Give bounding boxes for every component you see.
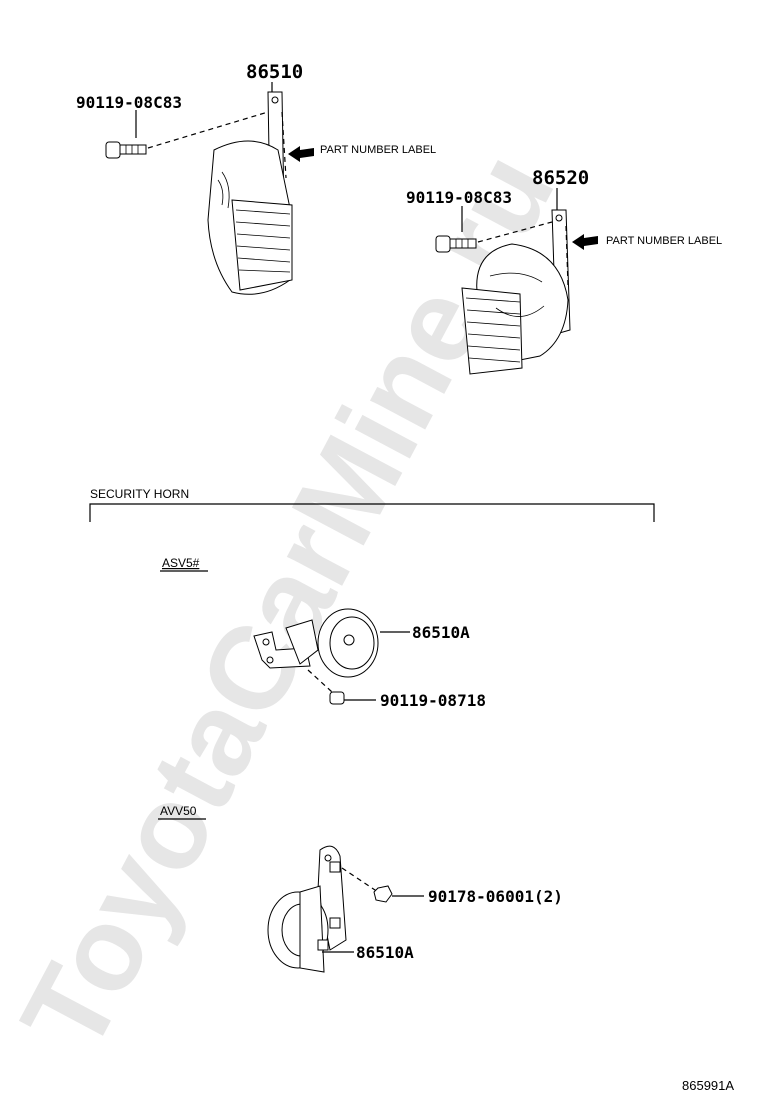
security-horn-bracket-line — [89, 503, 655, 522]
callout-nut-90178-06001: 90178-06001(2) — [428, 887, 563, 906]
part-number-label-left: PART NUMBER LABEL — [320, 144, 436, 156]
callout-86510: 86510 — [246, 61, 303, 83]
security-horn-title: SECURITY HORN — [90, 487, 189, 501]
callout-86510A-avv: 86510A — [356, 943, 414, 962]
callout-bolt-right: 90119-08C83 — [406, 188, 512, 207]
model-asv5: ASV5# — [162, 556, 200, 570]
arrow-right-label-icon — [572, 234, 598, 250]
part-number-label-right: PART NUMBER LABEL — [606, 235, 722, 247]
callout-bolt-left: 90119-08C83 — [76, 93, 182, 112]
security-horn-asv-illustration — [253, 608, 379, 678]
bolt-90119-08C83-right — [435, 235, 477, 253]
callout-bolt-90119-08718: 90119-08718 — [380, 691, 486, 710]
arrow-left-label-icon — [288, 146, 314, 162]
nut-90178-06001 — [373, 885, 393, 903]
horn-86510-illustration — [207, 91, 293, 295]
callout-86520: 86520 — [532, 167, 589, 189]
horn-86520-illustration — [461, 209, 571, 375]
callout-86510A-asv: 86510A — [412, 623, 470, 642]
bolt-90119-08C83-left — [105, 141, 147, 159]
bolt-90119-08718 — [329, 691, 345, 705]
security-horn-avv-illustration — [267, 845, 347, 973]
model-avv50: AVV50 — [160, 804, 197, 818]
diagram-id: 865991A — [682, 1078, 734, 1093]
